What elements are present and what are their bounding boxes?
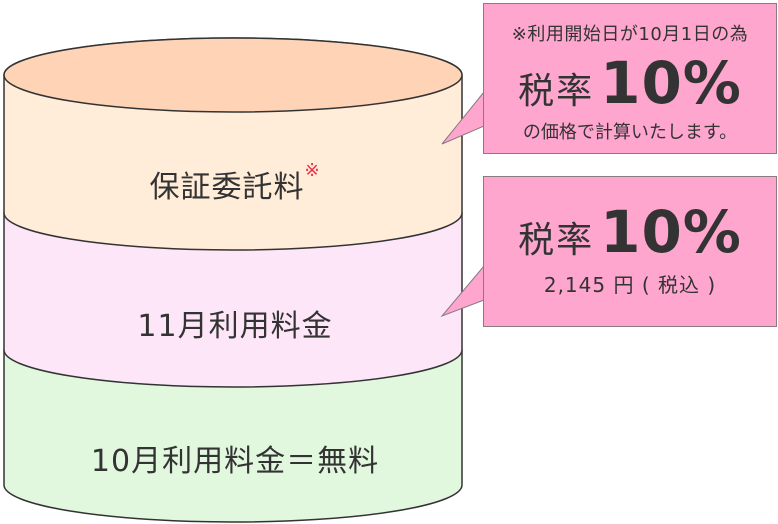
callout-november-price: 2,145 円 ( 税込 ) (543, 273, 717, 297)
guarantee-fee-label: 保証委託料※ (0, 160, 470, 206)
callout-fee-rate-value: 10% (600, 49, 742, 117)
callout-fee-note2: の価格で計算いたします。 (522, 122, 738, 143)
guarantee-fee-text: 保証委託料 (149, 170, 305, 205)
cylinder-top-cap (3, 37, 463, 113)
callout-fee-rate-word: 税率 (518, 71, 595, 112)
callout-fee-note: ※利用開始日が10月1日の為 (511, 24, 749, 45)
callout-november-rate-word: 税率 (518, 220, 595, 261)
october-fee-free-label: 10月利用料金＝無料 (90, 444, 380, 479)
callout-november-rate-value: 10% (600, 198, 742, 266)
asterisk-mark: ※ (304, 160, 321, 181)
november-fee-label: 11月利用料金 (137, 309, 333, 344)
